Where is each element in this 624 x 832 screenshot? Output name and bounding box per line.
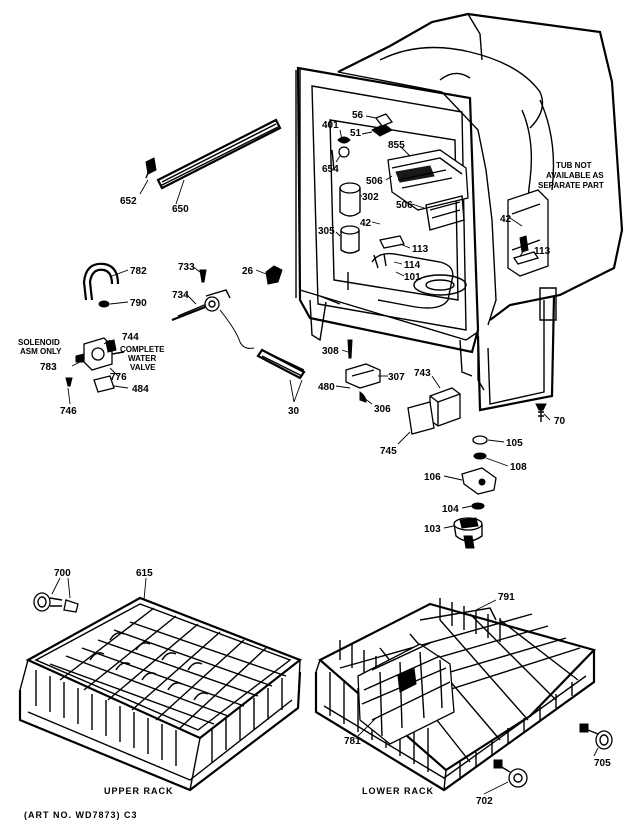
label-42-side: 42 <box>500 214 512 225</box>
note-tub-line1: TUB NOT <box>556 161 592 170</box>
note-solenoid-line2: ASM ONLY <box>20 347 62 356</box>
washer-108 <box>473 452 487 460</box>
label-790: 790 <box>130 298 147 309</box>
screw-733 <box>199 269 207 283</box>
label-106: 106 <box>424 472 441 483</box>
nut-104 <box>471 502 485 510</box>
label-114: 114 <box>404 260 421 271</box>
washer-105 <box>472 435 488 445</box>
label-702: 702 <box>476 796 493 807</box>
label-113-center: 113 <box>412 244 429 255</box>
label-781: 781 <box>344 736 361 747</box>
screw-308 <box>347 339 353 359</box>
label-506-mid: 506 <box>396 200 413 211</box>
valve-bracket <box>93 375 115 393</box>
lower-rack <box>314 598 597 792</box>
part-106 <box>461 467 497 495</box>
door-gasket <box>145 118 282 190</box>
label-776: 776 <box>110 372 127 383</box>
note-complete-line2: WATER <box>128 354 157 363</box>
label-42-center: 42 <box>360 218 372 229</box>
caption-art-number: (ART NO. WD7873) C3 <box>24 810 138 820</box>
label-746: 746 <box>60 406 77 417</box>
label-506-top: 506 <box>366 176 383 187</box>
label-745: 745 <box>380 446 397 457</box>
label-783: 783 <box>40 362 57 373</box>
label-401: 401 <box>322 120 339 131</box>
label-734: 734 <box>172 290 189 301</box>
caption-lower-rack: LOWER RACK <box>362 786 434 796</box>
label-654: 654 <box>322 164 339 175</box>
tub-assembly <box>295 12 624 412</box>
label-30: 30 <box>288 406 300 417</box>
leader-lines <box>51 115 599 795</box>
label-308: 308 <box>322 346 339 357</box>
label-113-side: 113 <box>534 246 551 257</box>
label-70: 70 <box>554 416 566 427</box>
note-complete-line1: COMPLETE <box>120 345 165 354</box>
part-26 <box>265 265 283 285</box>
label-101: 101 <box>404 272 421 283</box>
leveling-leg <box>535 403 547 422</box>
rack-roller-705 <box>579 723 613 750</box>
label-302: 302 <box>362 192 379 203</box>
label-26: 26 <box>242 266 254 277</box>
note-complete-line3: VALVE <box>130 363 156 372</box>
label-744: 744 <box>122 332 139 343</box>
label-855: 855 <box>388 140 405 151</box>
fill-tube <box>171 289 255 349</box>
label-51: 51 <box>350 128 362 139</box>
label-791: 791 <box>498 592 515 603</box>
inlet-hose <box>82 262 120 301</box>
caption-upper-rack: UPPER RACK <box>104 786 174 796</box>
side-bracket <box>507 189 549 277</box>
water-valve <box>75 337 125 371</box>
dispenser-unit <box>387 149 469 231</box>
label-480: 480 <box>318 382 335 393</box>
label-705: 705 <box>594 758 611 769</box>
label-733: 733 <box>178 262 195 273</box>
label-743: 743 <box>414 368 431 379</box>
label-108: 108 <box>510 462 527 473</box>
label-650: 650 <box>172 204 189 215</box>
part-307 <box>345 363 381 403</box>
part-743-745 <box>407 387 461 435</box>
note-solenoid-line1: SOLENOID <box>18 338 60 347</box>
rinse-aid-dispenser <box>339 182 361 254</box>
label-484: 484 <box>132 384 149 395</box>
label-103: 103 <box>424 524 441 535</box>
silverware-basket <box>357 641 455 745</box>
note-tub-line3: SEPARATE PART <box>538 181 604 190</box>
part-labels: 652 650 782 790 733 734 26 744 SOLENOID … <box>18 110 611 807</box>
label-104: 104 <box>442 504 459 515</box>
part-30 <box>256 348 306 380</box>
upper-rack <box>18 596 303 792</box>
rack-roller-702 <box>493 759 528 788</box>
label-105: 105 <box>506 438 523 449</box>
label-305: 305 <box>318 226 335 237</box>
label-615: 615 <box>136 568 153 579</box>
hose-clamp <box>98 300 110 308</box>
label-782: 782 <box>130 266 147 277</box>
rack-roller-700 <box>33 592 79 613</box>
label-306: 306 <box>374 404 391 415</box>
part-103 <box>453 517 483 549</box>
label-307: 307 <box>388 372 405 383</box>
label-652: 652 <box>120 196 137 207</box>
label-56: 56 <box>352 110 364 121</box>
label-700: 700 <box>54 568 71 579</box>
valve-screw <box>65 377 73 387</box>
note-tub-line2: AVAILABLE AS <box>546 171 604 180</box>
